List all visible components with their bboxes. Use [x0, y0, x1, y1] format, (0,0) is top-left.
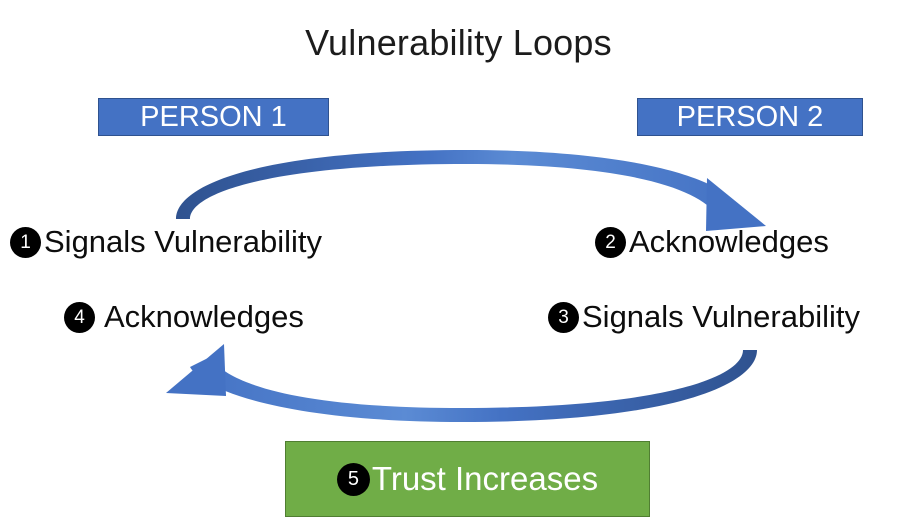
step-item-3: 3 Signals Vulnerability [548, 299, 860, 335]
step-badge-3: 3 [548, 301, 579, 333]
page-title: Vulnerability Loops [305, 22, 612, 63]
step-badge-4: 4 [64, 301, 95, 333]
step-label-2: Acknowledges [629, 224, 829, 259]
person-2-banner: PERSON 2 [637, 98, 863, 136]
step-label-4: Acknowledges [104, 299, 304, 334]
step-badge-5: 5 [336, 462, 370, 496]
person-1-label: PERSON 1 [140, 101, 287, 133]
person-1-banner: PERSON 1 [98, 98, 329, 136]
step-item-1: 1 Signals Vulnerability [10, 224, 322, 260]
arrow-person2-to-person1-icon [166, 344, 757, 422]
trust-increases-box: 5 Trust Increases [285, 441, 650, 517]
trust-increases-label: Trust Increases [371, 460, 599, 497]
step-label-1: Signals Vulnerability [44, 224, 323, 259]
person-2-label: PERSON 2 [676, 101, 824, 133]
arrow-person1-to-person2-icon [176, 150, 766, 231]
step-label-3: Signals Vulnerability [582, 299, 861, 334]
step-badge-1: 1 [10, 226, 41, 258]
step-item-4: 4 Acknowledges [64, 299, 304, 335]
step-badge-2: 2 [595, 226, 626, 258]
step-item-2: 2 Acknowledges [595, 224, 829, 260]
